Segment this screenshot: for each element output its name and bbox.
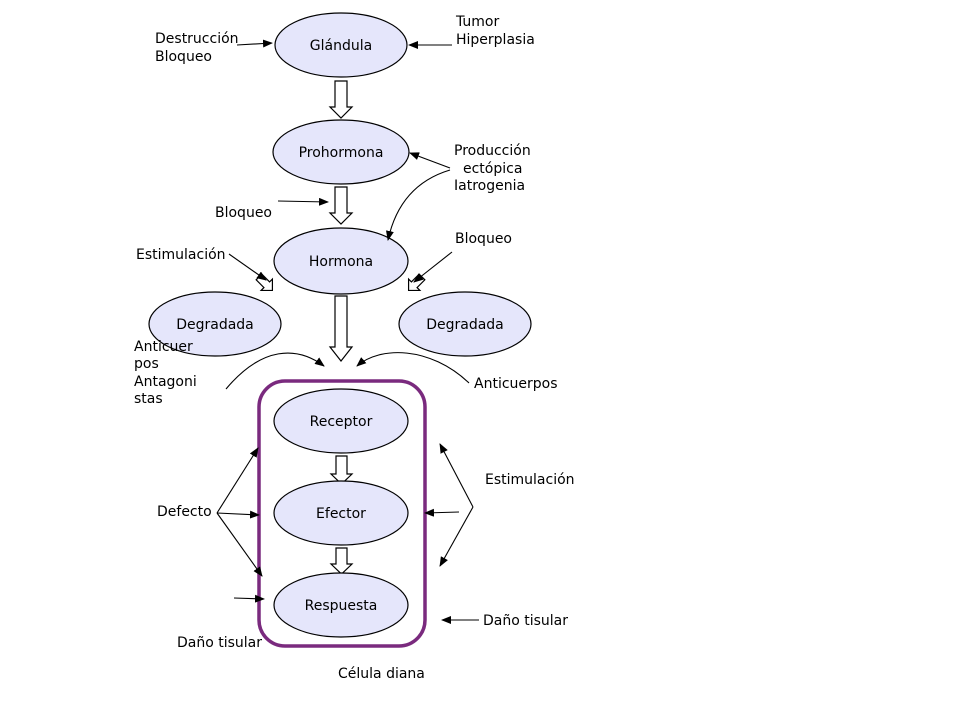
label-produccion: Producción <box>454 143 531 159</box>
label-dano-tisular-right: Daño tisular <box>483 613 568 629</box>
arrow-hormona-degradada-left <box>255 273 274 292</box>
label-celula-diana: Célula diana <box>338 666 425 682</box>
node-respuesta: Respuesta <box>273 572 409 638</box>
node-degradada-left: Degradada <box>148 291 282 357</box>
arrow-estimulacion-respuesta <box>439 506 474 567</box>
arrow-defecto-respuesta <box>216 512 263 577</box>
node-degradada-right-label: Degradada <box>426 317 504 333</box>
label-stas: stas <box>134 391 163 407</box>
label-hiperplasia: Hiperplasia <box>456 32 535 48</box>
label-defecto: Defecto <box>157 504 212 520</box>
label-bloqueo-glandula: Bloqueo <box>155 49 212 65</box>
arrow-hormona-degradada-right <box>407 273 426 292</box>
label-bloqueo-prohormona: Bloqueo <box>215 205 272 221</box>
label-ectopica: ectópica <box>463 161 522 177</box>
label-estimulacion-degradacion: Estimulación <box>136 247 226 263</box>
node-degradada-right: Degradada <box>398 291 532 357</box>
node-receptor-label: Receptor <box>310 414 373 430</box>
label-dano-tisular-left: Daño tisular <box>177 635 262 651</box>
arrow-hormona-receptor <box>328 295 354 362</box>
label-estimulacion-celula: Estimulación <box>485 472 575 488</box>
node-hormona-label: Hormona <box>309 254 373 270</box>
arrow-destruccion <box>236 39 273 48</box>
node-hormona: Hormona <box>273 227 409 295</box>
node-respuesta-label: Respuesta <box>305 598 378 614</box>
label-anticuerpos: Anticuerpos <box>474 376 558 392</box>
arrow-glandula-prohormona <box>328 80 354 119</box>
label-antagoni: Antagoni <box>134 374 197 390</box>
label-anticuer: Anticuer <box>134 339 193 355</box>
node-efector-label: Efector <box>316 506 366 522</box>
node-efector: Efector <box>273 480 409 546</box>
arrow-estimulacion-efector <box>424 508 460 517</box>
arrow-dano-left <box>233 594 265 603</box>
arrow-defecto-receptor <box>216 447 259 514</box>
label-tumor: Tumor <box>455 14 500 30</box>
arc-anticuerpos-right <box>356 352 470 384</box>
node-glandula: Glándula <box>274 12 408 78</box>
node-receptor: Receptor <box>273 388 409 454</box>
label-iatrogenia: Iatrogenia <box>454 178 525 194</box>
label-pos: pos <box>134 356 159 372</box>
node-prohormona: Prohormona <box>272 119 410 185</box>
arrow-estimulacion-receptor <box>439 443 474 508</box>
node-degradada-left-label: Degradada <box>176 317 254 333</box>
label-bloqueo-degradacion: Bloqueo <box>455 231 512 247</box>
node-glandula-label: Glándula <box>310 38 372 54</box>
arrow-defecto-efector <box>216 510 260 519</box>
arrow-receptor-efector <box>329 455 354 485</box>
arrow-bloqueo-hormona <box>277 197 329 206</box>
arrow-produccion-prohormona <box>409 152 451 169</box>
arrow-estimulacion-degradacion <box>228 253 267 281</box>
arrow-bloqueo-degradacion <box>413 251 453 283</box>
arrow-produccion-hormona <box>386 169 451 241</box>
arrow-efector-respuesta <box>329 547 354 575</box>
arrow-prohormona-hormona <box>328 186 354 225</box>
arc-anticuerpos-left <box>225 352 325 390</box>
node-prohormona-label: Prohormona <box>299 145 384 161</box>
label-destruccion: Destrucción <box>155 31 239 47</box>
